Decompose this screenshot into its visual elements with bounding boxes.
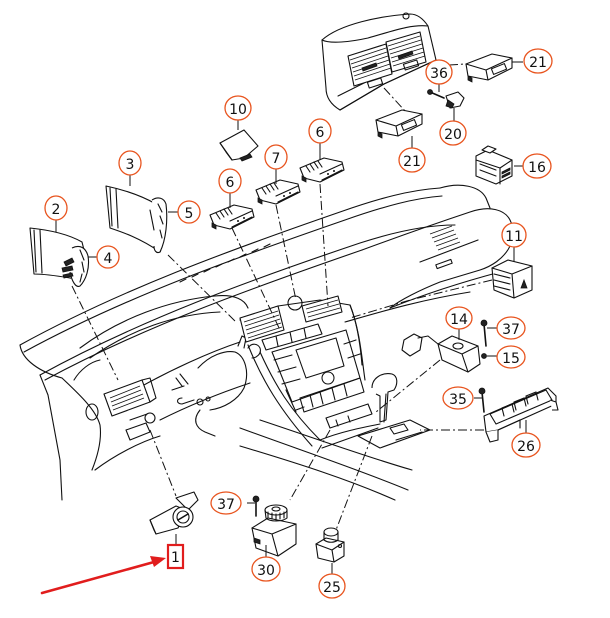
part-30-rotary-control[interactable] (251, 504, 297, 557)
callouts: 2 3 4 5 6 6 7 10 (44, 48, 553, 599)
callout-label: 3 (126, 157, 135, 173)
part-1-light-switch[interactable] (149, 491, 199, 535)
part-15-nut[interactable] (481, 353, 487, 359)
callout-label: 10 (229, 102, 247, 118)
part-4-left-vent-switch[interactable] (61, 245, 90, 287)
part-26-console-switch-strip[interactable] (483, 387, 559, 443)
callout-4[interactable]: 4 (96, 245, 120, 269)
callout-36[interactable]: 36 (425, 59, 453, 85)
callout-14[interactable]: 14 (445, 306, 473, 330)
part-3-left-inner-trim[interactable] (105, 185, 162, 253)
callout-11[interactable]: 11 (501, 222, 527, 248)
callout-label: 4 (104, 251, 113, 267)
left-lower-vent (103, 377, 157, 417)
rear-console-vent-housing (321, 12, 437, 111)
part-21-left-switch[interactable] (375, 109, 423, 139)
callout-35[interactable]: 35 (442, 386, 474, 410)
callout-label: 25 (323, 580, 341, 596)
callout-25[interactable]: 25 (318, 573, 346, 599)
callout-3[interactable]: 3 (118, 150, 142, 176)
callout-7[interactable]: 7 (264, 144, 288, 170)
part-20-clip[interactable] (445, 91, 465, 109)
part-7-middle-switch[interactable] (255, 179, 301, 205)
part-10-cover[interactable] (219, 129, 259, 162)
callout-label: 16 (528, 160, 546, 176)
center-console (239, 295, 431, 501)
callout-label: 5 (185, 206, 194, 222)
callout-1-highlighted[interactable]: 1 (166, 543, 185, 570)
callout-2[interactable]: 2 (44, 195, 68, 221)
callout-label: 26 (517, 439, 535, 455)
callout-21-right[interactable]: 21 (523, 48, 553, 74)
callout-label: 6 (226, 175, 235, 191)
callout-26[interactable]: 26 (511, 432, 541, 458)
callout-label: 37 (217, 497, 235, 513)
callout-label: 35 (449, 392, 467, 408)
callout-37-console[interactable]: 37 (496, 316, 526, 340)
callout-30[interactable]: 30 (251, 556, 281, 582)
callout-label: 15 (502, 351, 520, 367)
warning-triangle-icon (520, 278, 528, 289)
part-6-left-switch[interactable] (209, 204, 255, 230)
part-6-right-switch[interactable] (299, 157, 345, 183)
callout-10[interactable]: 10 (224, 95, 252, 121)
callout-label: 30 (257, 563, 275, 579)
assembly-lines (71, 63, 493, 531)
callout-label: 36 (430, 66, 448, 82)
part-37-screw-rotary[interactable] (252, 495, 260, 517)
callout-label: 20 (444, 127, 462, 143)
callout-label: 1 (171, 550, 180, 566)
part-5-inner-vent-switch[interactable] (149, 197, 168, 254)
callout-6-right[interactable]: 6 (308, 118, 332, 144)
callout-5[interactable]: 5 (177, 200, 201, 224)
callout-label: 11 (505, 229, 523, 245)
red-pointer-arrow (40, 556, 166, 595)
callout-label: 21 (403, 154, 421, 170)
part-11-hazard-switch[interactable] (491, 259, 533, 299)
part-37-screw-console[interactable] (480, 319, 488, 347)
part-14-switch-unit[interactable] (401, 333, 481, 373)
part-16-connector-housing[interactable] (475, 145, 513, 185)
callout-20[interactable]: 20 (439, 120, 467, 146)
callout-16[interactable]: 16 (522, 153, 552, 179)
callout-label: 2 (52, 202, 61, 218)
part-35-screw[interactable] (478, 387, 486, 413)
part-25-rotary-knob-switch[interactable] (315, 527, 345, 563)
callout-37-rotary[interactable]: 37 (210, 491, 242, 515)
callout-21-left[interactable]: 21 (398, 147, 426, 173)
callout-label: 37 (502, 322, 520, 338)
part-21-right-switch[interactable] (465, 53, 513, 83)
callout-6-left[interactable]: 6 (218, 168, 242, 194)
part-36-screw[interactable] (427, 89, 445, 99)
callout-label: 21 (529, 55, 547, 71)
dashboard-illustration (19, 184, 514, 501)
callout-15[interactable]: 15 (496, 345, 526, 369)
callout-label: 7 (272, 151, 281, 167)
callout-label: 6 (316, 125, 325, 141)
callout-label: 14 (450, 312, 468, 328)
